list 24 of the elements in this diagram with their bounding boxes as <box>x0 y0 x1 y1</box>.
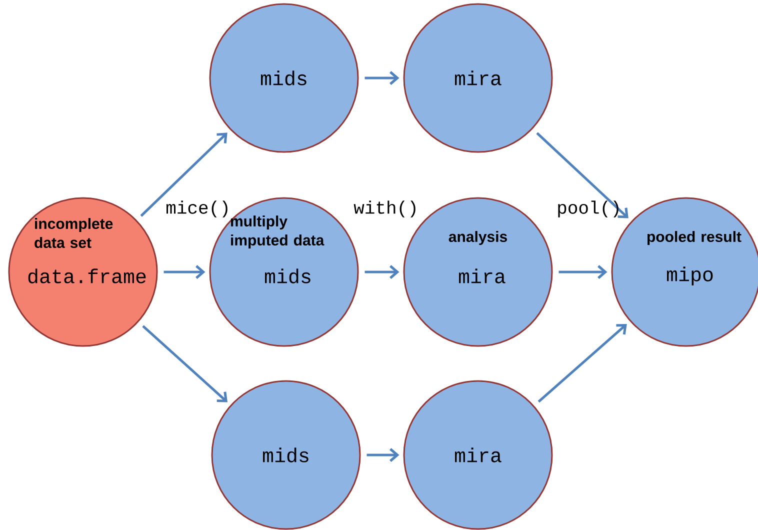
class-name: mira <box>454 448 502 462</box>
node-heading: incomplete data set <box>34 218 113 248</box>
function-label: mice() <box>166 200 228 218</box>
class-name: mira <box>454 70 502 86</box>
class-name: mira <box>458 268 506 284</box>
arrow <box>538 324 627 403</box>
node-heading: multiply imputed data <box>231 216 324 248</box>
class-name: mids <box>262 448 308 462</box>
arrow <box>140 132 228 217</box>
node-heading: analysis <box>448 231 507 245</box>
function-label: pool() <box>558 200 618 218</box>
arrow <box>142 325 228 402</box>
arrow <box>366 448 400 462</box>
class-name: mids <box>260 70 306 86</box>
node-heading: pooled result <box>647 231 742 245</box>
function-label: with() <box>354 200 416 218</box>
arrow <box>364 265 400 279</box>
class-name: mipo <box>666 266 713 286</box>
arrow <box>558 265 608 279</box>
arrow <box>536 132 628 218</box>
arrow <box>164 265 206 279</box>
class-name: mids <box>264 268 310 284</box>
class-name: data.frame <box>28 268 146 284</box>
arrow <box>364 71 400 85</box>
